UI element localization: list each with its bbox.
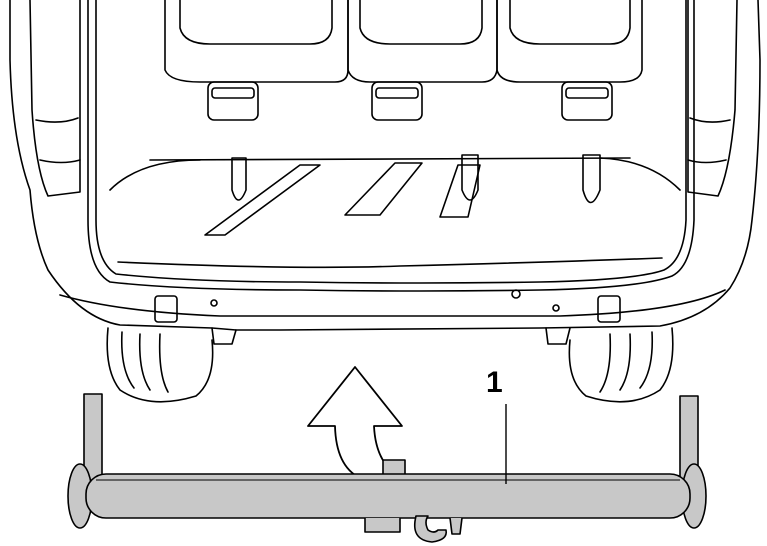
callout-label-1: 1 — [486, 366, 503, 399]
van-body — [9, 0, 761, 403]
tow-bar — [67, 393, 707, 543]
